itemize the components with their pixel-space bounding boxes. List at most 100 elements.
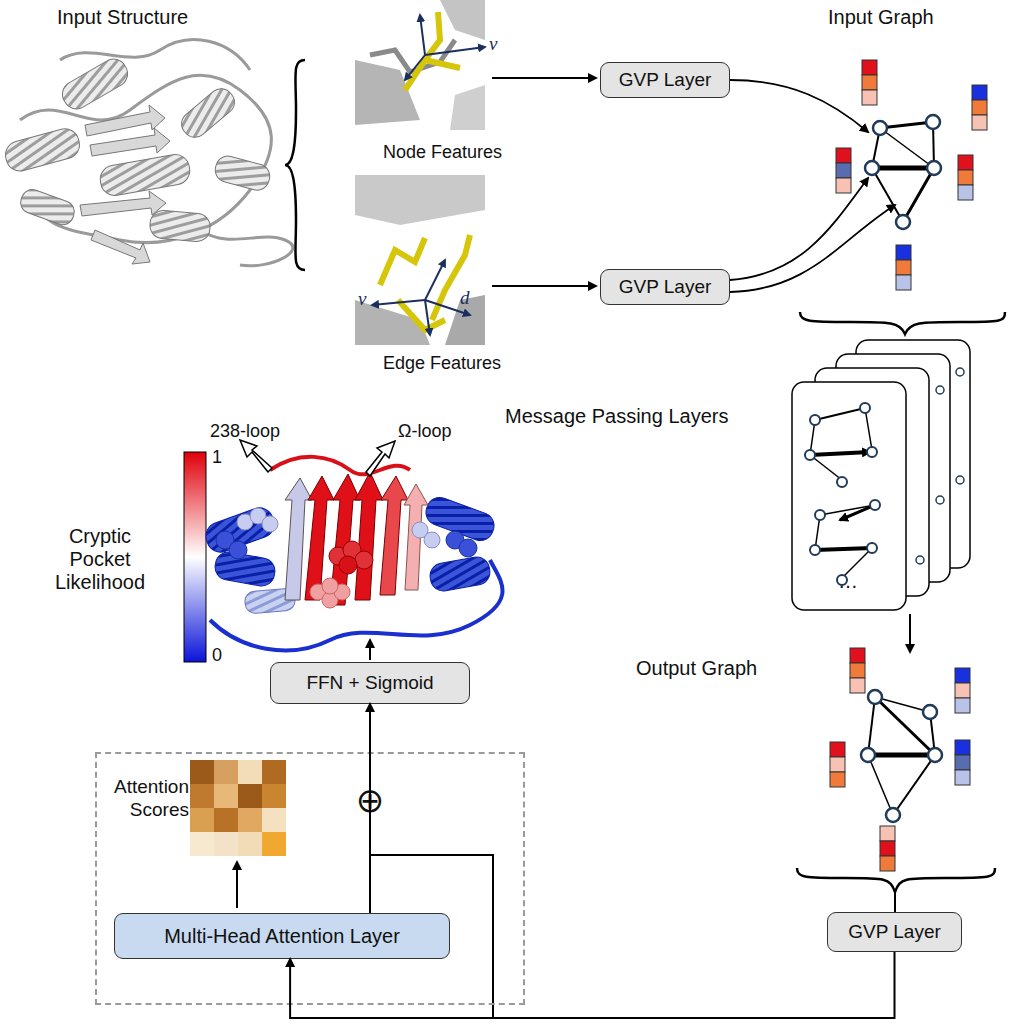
feature-vector-part [862, 60, 877, 75]
output-protein-cartoon-part [380, 476, 408, 595]
output-protein-cartoon-part [339, 556, 357, 574]
feature-vector [830, 648, 970, 871]
input-protein-cartoon-part [60, 40, 250, 70]
ellipsis: … [838, 570, 858, 593]
message-passing-stack-part [815, 510, 825, 520]
node-feature-image-part [405, 55, 425, 80]
input-graph-part [872, 168, 903, 222]
attention-heatmap-part [190, 808, 214, 832]
output-graph-part [886, 808, 900, 822]
box-label: GVP Layer [619, 69, 712, 92]
message-passing-stack-part [956, 476, 964, 484]
feature-vector-part [955, 668, 970, 683]
input-protein-cartoon-part [90, 128, 170, 156]
edge-feature-image-part [380, 238, 425, 285]
stage-label: Output Graph [636, 657, 757, 680]
attention-heatmap-part [238, 760, 262, 784]
feature-vector-part [836, 178, 851, 193]
image-caption: Edge Features [383, 353, 501, 374]
output-graph-part [928, 748, 942, 762]
edge-feature-image-part [355, 175, 485, 225]
feature-vector-part [955, 740, 970, 755]
output-graph [861, 690, 942, 822]
input-graph-part [896, 215, 910, 229]
input-graph-part [865, 161, 879, 175]
feature-vector-part [830, 757, 845, 772]
ffn-box: FFN + Sigmoid [270, 662, 470, 704]
feature-vector-part [880, 856, 895, 871]
feature-vector-part [880, 826, 895, 841]
bracket [800, 312, 1005, 334]
feature-vector-part [830, 772, 845, 787]
output-graph-part [923, 705, 937, 719]
gvp-layer-box: GVP Layer [600, 62, 730, 98]
output-protein-cartoon-part [270, 457, 410, 475]
output-graph-part [861, 748, 875, 762]
message-passing-stack-part [810, 545, 820, 555]
output-graph-part [868, 690, 882, 704]
feature-arrow-part [730, 178, 868, 280]
message-passing-stack-part [936, 496, 944, 504]
panel-title: Input Graph [828, 6, 934, 29]
feature-vector-part [850, 678, 865, 693]
gvp-layer-box: GVP Layer [827, 912, 962, 952]
feature-vector-part [972, 115, 987, 130]
input-protein-cartoon-part [2, 126, 82, 174]
node-feature-image [355, 0, 485, 130]
node-feature-image-part [450, 85, 485, 130]
feature-vector-part [958, 185, 973, 200]
bracket-part [800, 312, 1005, 334]
box-label: GVP Layer [619, 276, 712, 299]
message-passing-stack-part [865, 408, 872, 450]
output-protein-cartoon-part [262, 516, 278, 532]
vector-symbol: v⃗ [489, 33, 512, 55]
node-feature-image-part [405, 12, 440, 90]
message-passing-stack-part [810, 415, 820, 425]
message-passing-stack-part [936, 386, 944, 394]
output-graph-part [893, 755, 935, 815]
feature-vector-part [880, 841, 895, 856]
image-caption: Node Features [383, 142, 502, 163]
output-protein-cartoon-part [355, 472, 383, 600]
flow-connector [290, 952, 894, 1018]
output-protein-cartoon-part [428, 555, 492, 593]
attention-heatmap-part [214, 784, 238, 808]
output-protein-cartoon-part [424, 532, 440, 548]
message-passing-stack-part [956, 368, 964, 376]
attention-heatmap-part [214, 832, 238, 856]
node-feature-image-part [425, 60, 460, 68]
feature-vector-part [972, 100, 987, 115]
node-feature-image-part [420, 15, 425, 55]
attention-layer-box: Multi-Head Attention Layer [114, 913, 450, 959]
output-protein-cartoon [202, 457, 503, 651]
message-passing-stack [792, 340, 970, 610]
colorbar-title: Cryptic Pocket Likelihood [42, 525, 158, 594]
input-graph-part [880, 128, 934, 168]
feature-arrow-part [492, 77, 596, 79]
input-protein-cartoon-part [85, 105, 165, 136]
box-label: FFN + Sigmoid [306, 672, 433, 695]
attention-heatmap-part [262, 808, 286, 832]
output-graph-part [868, 753, 935, 758]
attention-heatmap-part [238, 784, 262, 808]
feature-vector-part [850, 663, 865, 678]
feature-vector-part [836, 163, 851, 178]
loop-label: Ω-loop [398, 421, 451, 442]
stage-label: Message Passing Layers [505, 405, 728, 428]
attention-heatmap-part [214, 760, 238, 784]
message-passing-stack-part [837, 477, 847, 487]
feature-vector-part [862, 90, 877, 105]
input-protein-cartoon-part [98, 152, 192, 197]
gvp-layer-box: GVP Layer [600, 269, 730, 305]
module-heading: Attention Scores [97, 776, 189, 822]
message-passing-stack-part [916, 556, 924, 564]
attention-heatmap [190, 760, 286, 856]
edge-feature-image-part [432, 235, 470, 320]
bracket-part [285, 60, 305, 270]
feature-arrow-part [492, 285, 596, 287]
feature-vector [836, 60, 987, 290]
feature-vector-part [972, 85, 987, 100]
input-protein-cartoon [2, 40, 292, 266]
